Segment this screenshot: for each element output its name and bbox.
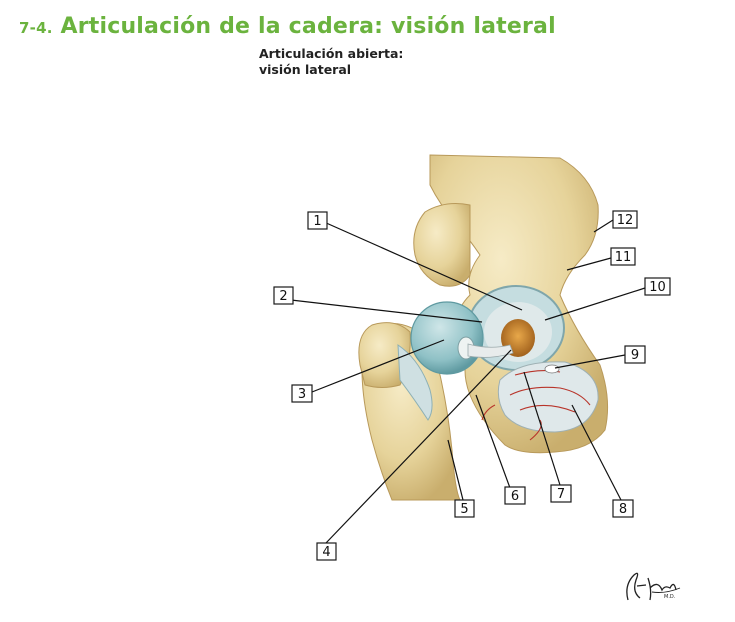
leader-2 [290,299,483,323]
label-3-text: 3 [298,387,306,402]
artist-signature: M.D. [626,572,681,601]
label-5: 5 [454,499,475,518]
obturator-vessels [481,369,591,441]
figure-subtitle: Articulación abierta: visión lateral [259,46,403,78]
label-6: 6 [504,486,526,505]
figure-title: Articulación de la cadera: visión latera… [60,14,556,39]
subtitle-line-2: visión lateral [259,62,352,77]
joint-capsule-remnant [397,344,433,421]
femoral-head [410,301,484,375]
svg-text:M.D.: M.D. [664,594,676,600]
label-4: 4 [316,542,337,561]
leader-3 [311,339,445,393]
greater-trochanter [358,322,411,388]
label-9-text: 9 [631,348,639,363]
leader-4 [325,349,512,544]
label-7: 7 [550,484,572,503]
label-2-text: 2 [279,289,287,304]
label-12-text: 12 [617,213,634,228]
label-10: 10 [644,277,671,296]
subtitle-line-1: Articulación abierta: [259,46,404,61]
label-2: 2 [273,286,294,305]
leader-12 [593,219,614,233]
leader-7 [523,371,561,486]
label-1-text: 1 [313,214,321,229]
label-6-text: 6 [511,489,519,504]
label-8-text: 8 [619,502,627,517]
leader-lines [290,219,646,544]
leader-11 [566,257,612,271]
label-11: 11 [610,247,636,266]
label-5-text: 5 [460,502,468,517]
leader-10 [544,287,646,321]
obturator-membrane [497,361,599,433]
label-7-text: 7 [557,487,565,502]
ischial-spine [413,203,471,287]
label-10-text: 10 [649,280,666,295]
leader-9 [554,354,626,369]
label-3: 3 [291,384,313,403]
obturator-canal [544,364,560,374]
label-8: 8 [612,499,634,518]
label-4-text: 4 [322,545,330,560]
leader-8 [571,404,622,501]
page-title: 7-4. Articulación de la cadera: visión l… [19,14,556,39]
figure-number: 7-4. [19,19,53,37]
label-12: 12 [612,210,638,229]
label-1: 1 [307,211,328,230]
ligament-of-head [467,343,514,358]
label-11-text: 11 [615,250,632,265]
leader-5 [447,439,464,501]
leader-6 [475,394,511,489]
leader-1 [323,221,523,311]
label-9: 9 [624,345,646,364]
